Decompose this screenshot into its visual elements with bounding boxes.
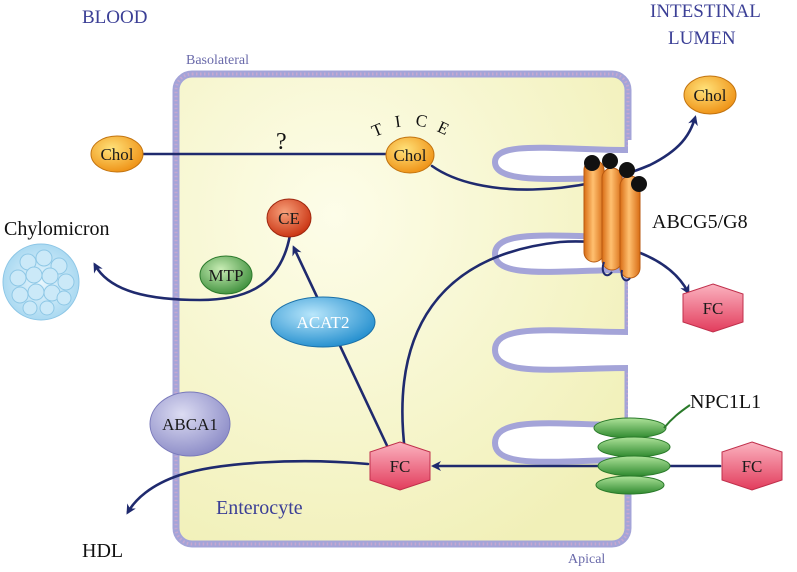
chol-blood-label: Chol	[100, 145, 133, 164]
acat2-label: ACAT2	[297, 313, 350, 332]
npc1l1-label: NPC1L1	[690, 391, 761, 413]
question-mark: ?	[276, 129, 287, 155]
fc-lumen-lower-label: FC	[742, 457, 763, 476]
abcg5-g8-label: ABCG5/G8	[652, 211, 748, 233]
ce-molecule: CE	[266, 198, 312, 238]
chol-blood: Chol	[90, 135, 144, 173]
apical-label: Apical	[568, 552, 605, 567]
fc-lumen-upper: FC	[682, 283, 744, 333]
chol-tice: Chol	[385, 136, 435, 174]
abcg5-g8-transporter	[583, 153, 647, 282]
fc-to-abcg5-arrow	[401, 240, 690, 454]
abca1-label: ABCA1	[162, 415, 218, 434]
abca1-transporter: ABCA1	[149, 391, 231, 457]
fc-lumen-upper-label: FC	[703, 299, 724, 318]
fc-center-label: FC	[390, 457, 411, 476]
fc-lumen-lower: FC	[721, 441, 783, 491]
microvillus-3	[491, 327, 629, 373]
microvilli-cover	[628, 140, 636, 480]
mtp-label: MTP	[209, 266, 244, 285]
fc-to-hdl-arrow	[126, 459, 370, 515]
chylomicron-particle	[2, 243, 80, 321]
basolateral-label: Basolateral	[186, 53, 249, 68]
chol-lumen-label: Chol	[693, 86, 726, 105]
enterocyte-label: Enterocyte	[216, 497, 303, 519]
lumen-label: LUMEN	[668, 28, 736, 49]
mtp-protein: MTP	[199, 255, 253, 295]
chol-lumen: Chol	[683, 75, 737, 115]
fc-center: FC	[369, 441, 431, 491]
intestinal-label: INTESTINAL	[650, 1, 761, 22]
fc-to-ce-arrow	[292, 245, 392, 454]
npc1l1-transporter	[593, 404, 691, 495]
chylomicron-label: Chylomicron	[4, 218, 110, 240]
tice-letter-i: I	[394, 112, 403, 132]
tice-letter-c: C	[414, 110, 428, 131]
microvillus-4	[491, 420, 629, 465]
ce-to-chylomicron-arrow	[93, 233, 292, 302]
ce-label: CE	[278, 209, 300, 228]
acat2-enzyme: ACAT2	[270, 296, 376, 348]
hdl-label: HDL	[82, 540, 123, 562]
blood-label: BLOOD	[82, 7, 147, 28]
chol-tice-label: Chol	[393, 146, 426, 165]
